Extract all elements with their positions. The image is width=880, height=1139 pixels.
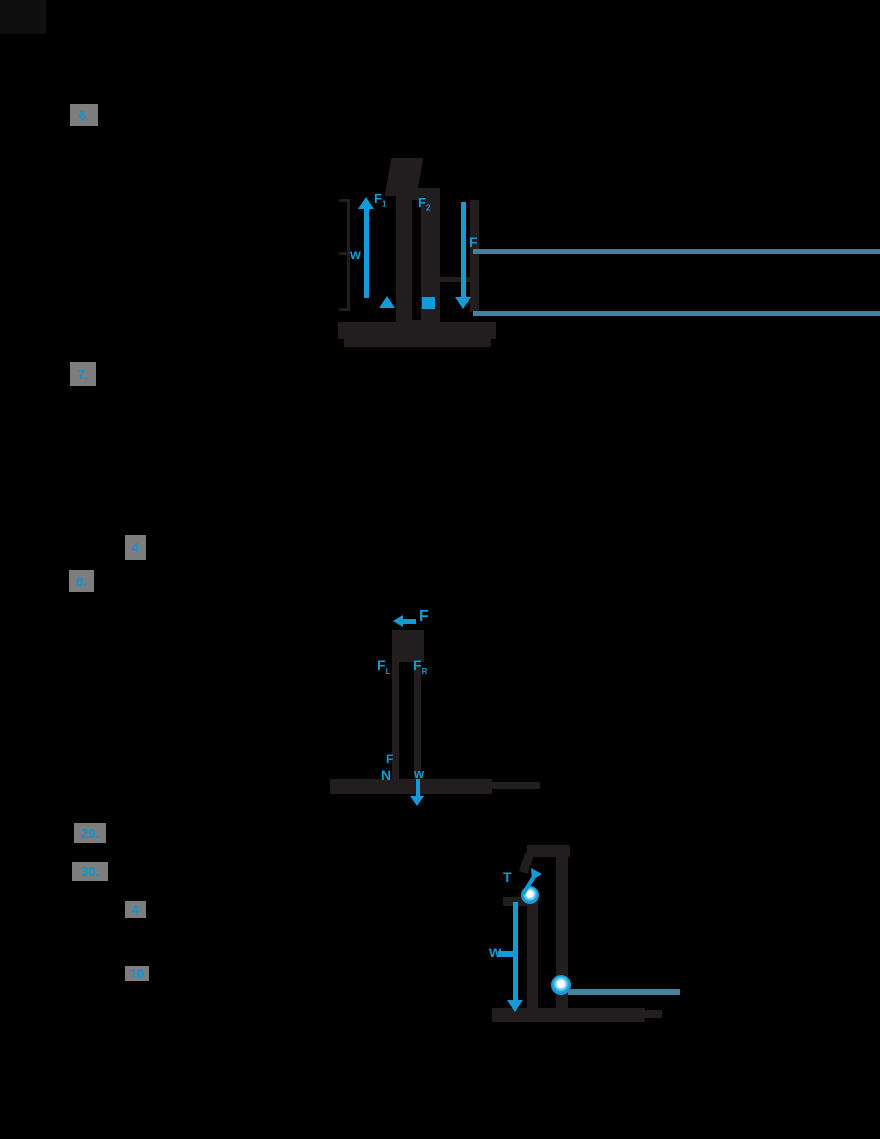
inline-link-text: 10	[129, 966, 145, 981]
problem-number-text: 7.	[77, 366, 89, 382]
fig2-ground-extension	[492, 782, 540, 789]
fig3-ball-icon	[551, 975, 571, 995]
problem-number-text: 6.	[78, 107, 90, 123]
fig3-right-post	[556, 853, 568, 1012]
fig1-ground-hatch	[344, 339, 491, 347]
fig2-label-base-left-top: F	[386, 752, 394, 766]
fig1-right-arrow-shaft	[461, 202, 466, 299]
inline-link-text: 4	[131, 540, 140, 555]
fig1-left-arrow-shaft	[364, 208, 369, 298]
inline-link[interactable]: 4	[125, 535, 146, 560]
fig2-top-arrow-shaft	[403, 619, 416, 624]
fig2-label-base-right: w	[414, 766, 425, 781]
fig3-bracket	[503, 897, 528, 906]
problem-number: 7.	[70, 362, 96, 386]
fig2-label-base-left-bottom: N	[381, 767, 392, 783]
fig1-dimension-bracket	[347, 200, 350, 310]
fig1-ground	[338, 322, 496, 339]
fig1-label-left-force: w	[350, 246, 361, 262]
problem-number: 29.	[74, 823, 106, 843]
fig1-right-arrow-down-head-icon	[455, 297, 471, 309]
inline-link[interactable]: 4	[125, 901, 146, 918]
fig1-bracket-tick-top	[339, 199, 350, 202]
problem-number: 8.	[69, 570, 94, 592]
inline-link-text: 4	[131, 902, 140, 917]
fig3-ground-extension	[645, 1010, 662, 1018]
fig1-rule-upper	[473, 249, 880, 254]
problem-number-text: 30.	[80, 864, 100, 879]
fig1-label-top-right: F2	[418, 195, 431, 213]
fig1-bracket-tick-bottom	[339, 308, 350, 311]
fig3-label-weight: w	[489, 944, 502, 961]
fig1-label-top-left: F1	[374, 191, 387, 209]
fig1-label-right-force: F	[469, 234, 478, 250]
fig1-bracket-tick-mid	[339, 252, 350, 255]
inline-link[interactable]: 10	[125, 966, 149, 981]
fig3-tension-arrow-icon	[521, 868, 542, 896]
fig3-label-tension: T	[503, 869, 512, 885]
fig1-base-left-arrowhead-icon	[379, 296, 395, 308]
fig3-rope-arrow-down-head-icon	[507, 1000, 523, 1012]
fig3-left-post	[527, 898, 538, 1012]
problem-number-text: 8.	[76, 573, 87, 589]
fig2-label-top-force: F	[419, 608, 429, 625]
fig1-left-arrow-up-head-icon	[358, 197, 374, 209]
fig2-top-arrow-left-head-icon	[393, 615, 403, 627]
fig2-down-arrow-head-icon	[410, 796, 424, 806]
fig2-down-arrow-shaft	[416, 779, 420, 797]
fig1-crossbar	[432, 277, 470, 282]
problem-number: 30.	[72, 862, 108, 881]
fig3-rope-arrow-shaft	[513, 902, 518, 1002]
fig1-rule-lower	[473, 311, 880, 316]
fig3-ground	[492, 1008, 645, 1022]
problem-number-text: 29.	[80, 825, 100, 841]
fig2-label-mid-right: FR	[413, 657, 428, 676]
problem-number: 6.	[70, 104, 98, 126]
fig2-ground	[330, 779, 492, 794]
fig2-left-rail	[392, 660, 399, 782]
fig1-pole-gap	[412, 200, 421, 320]
fig2-label-mid-left: FL	[377, 657, 391, 676]
fig2-top-block	[392, 630, 424, 662]
fig3-weight-connector	[498, 951, 514, 957]
page-corner-shade	[0, 0, 46, 34]
fig3-rule	[568, 989, 680, 995]
fig1-base-right-marker	[422, 297, 435, 309]
fig2-right-rail	[414, 660, 421, 782]
fig1-right-strip	[470, 200, 479, 312]
